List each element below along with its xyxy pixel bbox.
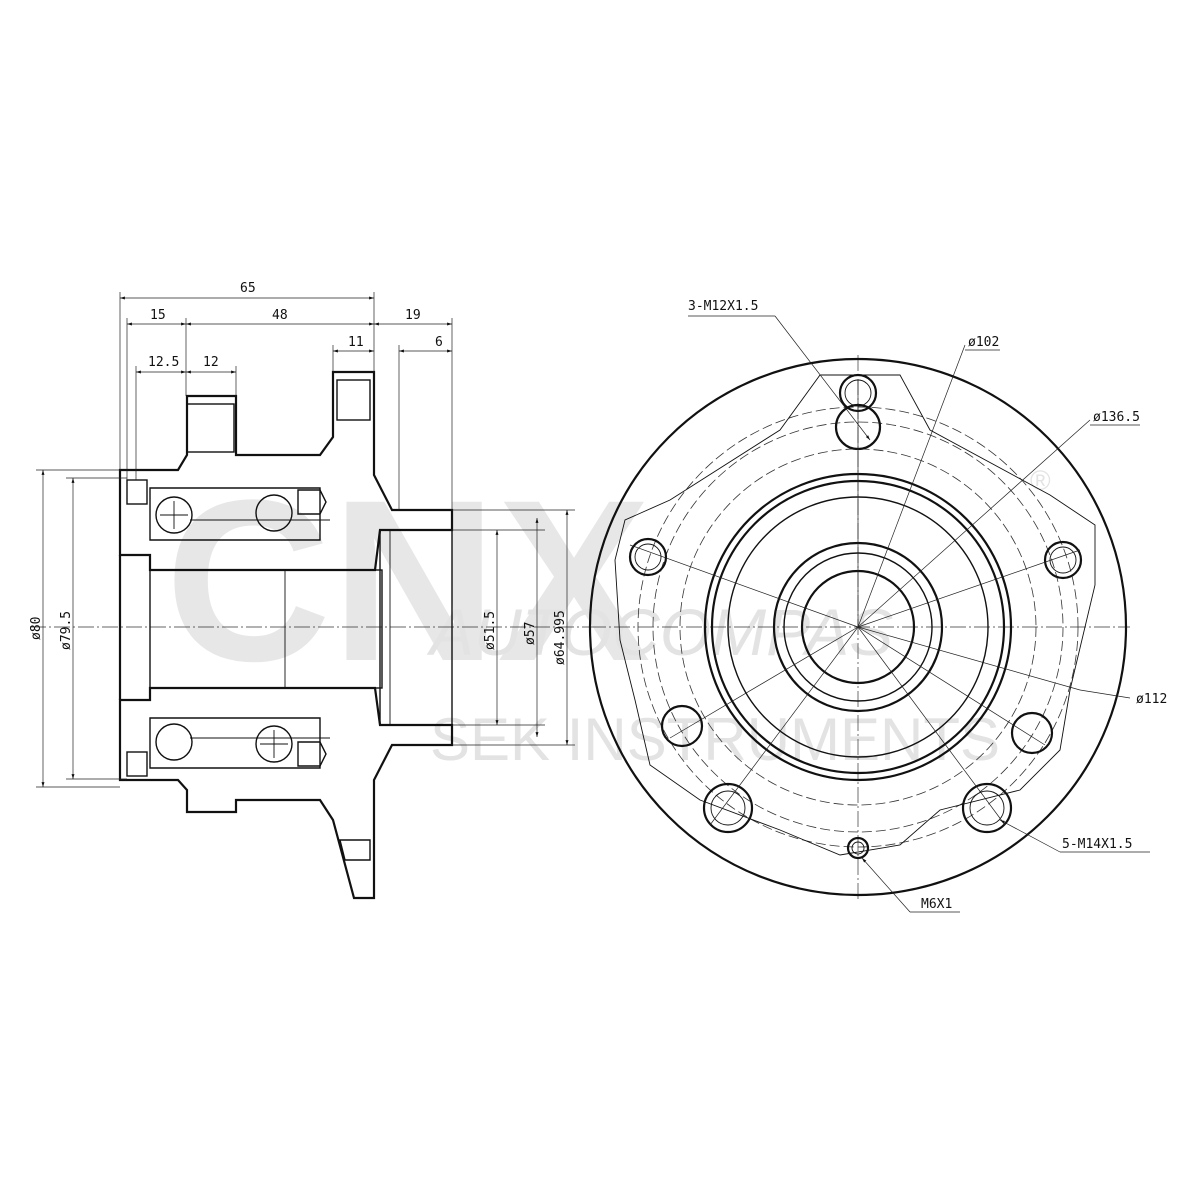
- dim-d80-label: ø80: [29, 617, 44, 640]
- bearing-ball-lower-left: [155, 723, 193, 761]
- bearing-cavity-lower: [149, 717, 321, 769]
- label-d102: ø102: [968, 335, 999, 350]
- label-d136-5: ø136.5: [1093, 410, 1140, 425]
- seal-upper-right: [297, 489, 327, 515]
- bearing-ball-upper-right: [255, 494, 293, 532]
- bearing-ball-upper-left: [155, 496, 193, 534]
- dim-b-label: 48: [272, 308, 288, 323]
- label-d112: ø112: [1136, 692, 1167, 707]
- label-3-m12x1-5: 3-M12X1.5: [688, 299, 758, 314]
- seal-lower-left: [126, 751, 148, 777]
- dim-d79-5-label: ø79.5: [59, 611, 74, 650]
- flange-outer-circle: [588, 357, 1128, 897]
- dim-g-label: 6: [435, 335, 443, 350]
- dim-d-label: 12.5: [148, 355, 179, 370]
- stud-bore-upper: [336, 379, 371, 421]
- bearing-cavity-upper: [149, 487, 321, 541]
- side-dimensions-top: 65 15 48 19 11 6 12.5 12: [119, 281, 453, 510]
- pitch-circle-102: [679, 448, 1037, 806]
- m14-hole-3: [961, 782, 1013, 834]
- m12-hole-right: [1043, 540, 1083, 580]
- m14-hole-2: [1010, 711, 1054, 755]
- m6-hole: [846, 836, 870, 860]
- dim-c-label: 19: [405, 308, 421, 323]
- dim-f-label: 11: [348, 335, 364, 350]
- dim-d64-995-label: ø64.995: [553, 610, 568, 665]
- dim-d57-label: ø57: [523, 622, 538, 645]
- bearing-ball-lower-right: [255, 725, 293, 763]
- side-dimensions-vertical: ø80 ø79.5 ø51.5 ø57 ø64.995: [29, 469, 575, 788]
- watermark-logo: CNX: [165, 452, 651, 709]
- watermark-brand: AUTOCOMPAS: [426, 595, 893, 669]
- m14-hole-4: [702, 782, 754, 834]
- bolt-bore-upper: [186, 403, 235, 453]
- stud-slot-lower: [339, 839, 371, 861]
- watermark: CNX AUTOCOMPAS SEK INSTRUMENTS ®: [165, 452, 1051, 773]
- flange-lobes-outline: [614, 374, 1096, 856]
- dim-a-label: 15: [150, 308, 166, 323]
- m12-hole-left: [628, 537, 668, 577]
- dim-overall-label: 65: [240, 281, 256, 296]
- seal-lower-right: [297, 741, 327, 767]
- watermark-registered: ®: [1030, 465, 1051, 496]
- dim-e-label: 12: [203, 355, 219, 370]
- m12-holes: [628, 373, 1083, 580]
- m14-hole-5: [660, 704, 704, 748]
- side-section-view: 65 15 48 19 11 6 12.5 12 ø80 ø79.5: [29, 281, 590, 900]
- label-5-m14x1-5: 5-M14X1.5: [1062, 837, 1132, 852]
- radial-lines: [629, 344, 1091, 826]
- pitch-circle-112: [652, 421, 1064, 833]
- front-view: 3-M12X1.5 ø102 ø136.5 ø112 5-M14X1.5 M6X…: [588, 299, 1167, 913]
- watermark-tagline: SEK INSTRUMENTS: [430, 706, 1000, 773]
- seal-upper-left: [126, 479, 148, 505]
- label-m6x1: M6X1: [921, 897, 952, 912]
- hub-body-lower: [118, 686, 454, 900]
- dim-d51-5-label: ø51.5: [483, 611, 498, 650]
- front-leaders: [688, 315, 1150, 913]
